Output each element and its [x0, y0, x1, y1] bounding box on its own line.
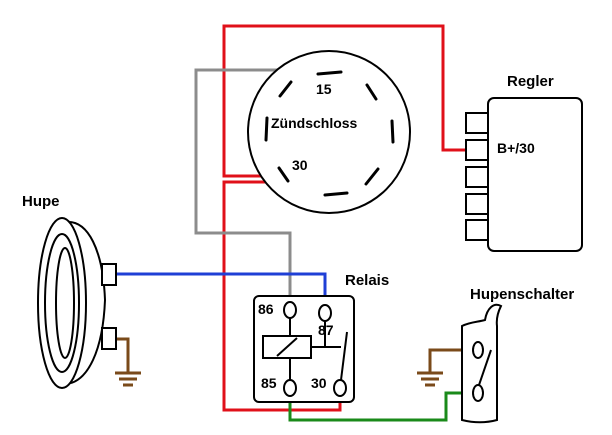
relay-coil-diagonal — [276, 337, 298, 357]
ignition-switch-label: Zündschloss — [271, 115, 358, 131]
relay-pin-87-label: 87 — [318, 322, 334, 338]
relay-switch-contact — [324, 319, 348, 381]
relay-pin-86-label: 86 — [258, 301, 274, 317]
regulator-pin-2 — [465, 139, 491, 161]
horn-terminal-top — [101, 263, 117, 286]
ignition-terminal-30-label: 30 — [292, 157, 308, 173]
horn-inner-ring — [55, 247, 75, 359]
horn-switch-lever — [478, 349, 492, 386]
horn-switch-body — [461, 303, 503, 424]
ignition-switch-body — [247, 50, 411, 214]
regulator-label: Regler — [507, 73, 554, 90]
horn-switch-label: Hupenschalter — [470, 286, 574, 303]
regulator: B+/30 — [465, 97, 583, 252]
ignition-contact-dashes — [264, 70, 395, 197]
relay: 86 87 85 30 — [253, 295, 355, 403]
horn-switch-contact-bottom — [472, 384, 484, 402]
horn-switch-contact-top — [472, 341, 484, 359]
relay-pin-87 — [318, 304, 332, 322]
ground-symbol-horn — [115, 371, 141, 387]
relay-pin-86 — [283, 301, 297, 319]
horn-label: Hupe — [22, 193, 60, 210]
horn-middle-ring — [44, 233, 80, 373]
regulator-pin-4 — [465, 193, 491, 215]
horn-outer-ring — [37, 217, 87, 389]
regulator-terminal-label: B+/30 — [497, 140, 535, 156]
horn — [37, 217, 117, 389]
gray-wire-switched — [194, 68, 332, 304]
relay-pin-30 — [333, 379, 347, 397]
relay-label: Relais — [345, 272, 389, 289]
regulator-pin-1 — [465, 112, 491, 134]
regulator-body — [487, 97, 583, 252]
horn-terminal-bottom — [101, 327, 117, 350]
relay-pin-30-label: 30 — [311, 375, 327, 391]
red-wire-battery — [222, 24, 497, 178]
relay-pin-85 — [283, 379, 297, 397]
ignition-switch: Zündschloss 15 30 — [247, 50, 411, 214]
regulator-pin-5 — [465, 219, 491, 241]
relay-pin-85-label: 85 — [261, 375, 277, 391]
regulator-pin-3 — [465, 166, 491, 188]
ground-symbol-switch — [417, 371, 443, 387]
horn-switch — [461, 303, 503, 424]
green-wire-switch — [288, 391, 477, 422]
ignition-terminal-15-label: 15 — [316, 81, 332, 97]
